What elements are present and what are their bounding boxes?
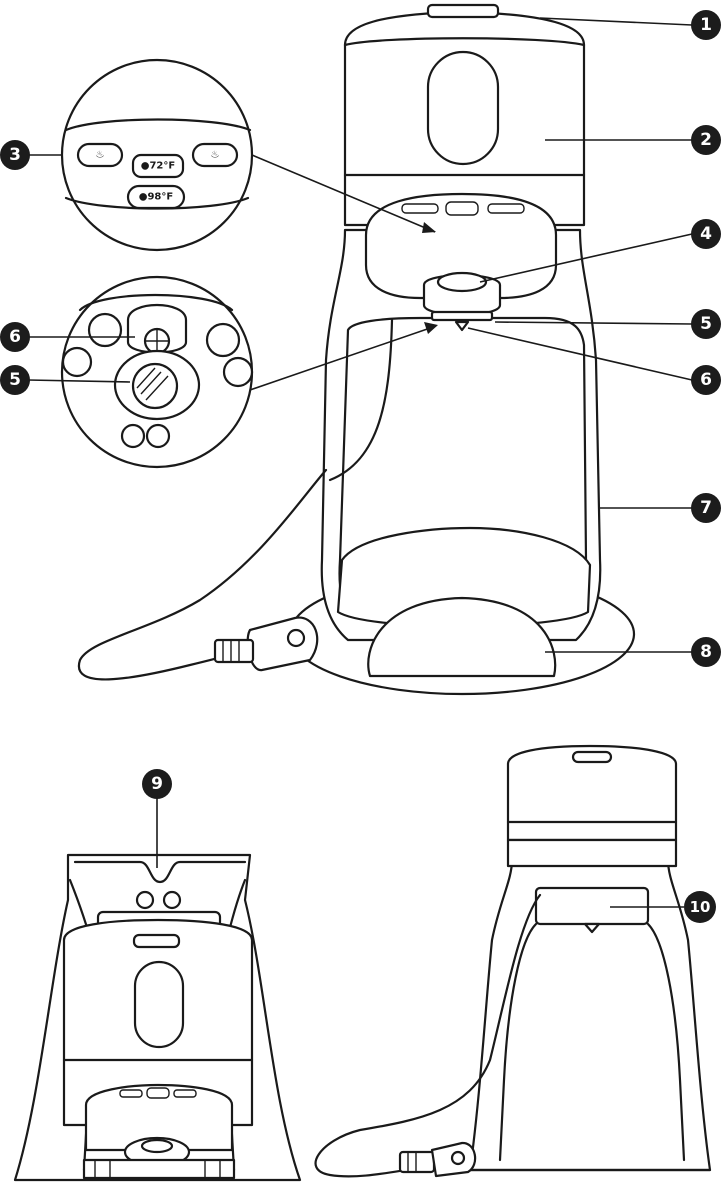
clip-top-left bbox=[89, 314, 121, 346]
back-view bbox=[316, 746, 710, 1176]
steam-icon: ♨ bbox=[96, 150, 105, 161]
cold-water-button[interactable]: ●72°F bbox=[133, 155, 183, 177]
top-view-window bbox=[135, 962, 183, 1047]
top-view-peg-left bbox=[137, 892, 153, 908]
svg-text:7: 7 bbox=[700, 498, 712, 518]
callout-9: 9 bbox=[142, 769, 172, 799]
warm-steam-button-right[interactable]: ♨ bbox=[193, 144, 237, 166]
back-view-collar bbox=[508, 840, 676, 866]
svg-text:1: 1 bbox=[700, 15, 712, 35]
top-view-peg-right bbox=[164, 892, 180, 908]
callout-5-right: 5 bbox=[691, 309, 721, 339]
svg-text:9: 9 bbox=[151, 774, 163, 794]
svg-text:2: 2 bbox=[700, 130, 712, 150]
svg-text:5: 5 bbox=[700, 314, 712, 334]
callout-10: 10 bbox=[684, 891, 716, 923]
power-plug-back bbox=[400, 1143, 475, 1176]
power-plug-front bbox=[215, 618, 317, 671]
callout-7: 7 bbox=[691, 493, 721, 523]
back-view-lid-handle bbox=[573, 752, 611, 762]
callout-1: 1 bbox=[691, 10, 721, 40]
top-view-grill bbox=[84, 1160, 234, 1178]
top-view bbox=[15, 855, 300, 1180]
svg-text:3: 3 bbox=[9, 145, 21, 165]
steam-icon: ♨ bbox=[211, 150, 220, 161]
callout-2: 2 bbox=[691, 125, 721, 155]
warm-steam-button-left[interactable]: ♨ bbox=[78, 144, 122, 166]
callout-4: 4 bbox=[691, 219, 721, 249]
svg-text:4: 4 bbox=[700, 224, 712, 244]
svg-text:6: 6 bbox=[9, 327, 21, 347]
clip-bottom-1 bbox=[122, 425, 144, 447]
svg-text:6: 6 bbox=[700, 370, 712, 390]
clip-bottom-2 bbox=[147, 425, 169, 447]
back-view-label-plate bbox=[536, 888, 648, 924]
warm-button-label: ●98°F bbox=[139, 192, 173, 203]
clip-right bbox=[224, 358, 252, 386]
svg-text:8: 8 bbox=[700, 642, 712, 662]
clip-top-right bbox=[207, 324, 239, 356]
clip-left bbox=[63, 348, 91, 376]
warm-water-button[interactable]: ●98°F bbox=[128, 186, 184, 208]
cold-button-label: ●72°F bbox=[141, 161, 175, 172]
control-panel-detail: ♨ ●72°F ♨ ●98°F bbox=[62, 60, 252, 250]
nozzle-ring bbox=[432, 312, 492, 320]
svg-text:5: 5 bbox=[9, 370, 21, 390]
callout-6-right: 6 bbox=[691, 365, 721, 395]
callout-3: 3 bbox=[0, 140, 30, 170]
callout-8: 8 bbox=[691, 637, 721, 667]
dispenser-top bbox=[438, 273, 486, 291]
tank-lid-handle bbox=[428, 5, 498, 17]
nozzle-detail bbox=[62, 277, 252, 467]
svg-text:10: 10 bbox=[690, 898, 711, 916]
tank-window bbox=[428, 52, 498, 164]
callout-5-left: 5 bbox=[0, 365, 30, 395]
callout-6-left: 6 bbox=[0, 322, 30, 352]
top-view-lid-handle bbox=[134, 935, 179, 947]
